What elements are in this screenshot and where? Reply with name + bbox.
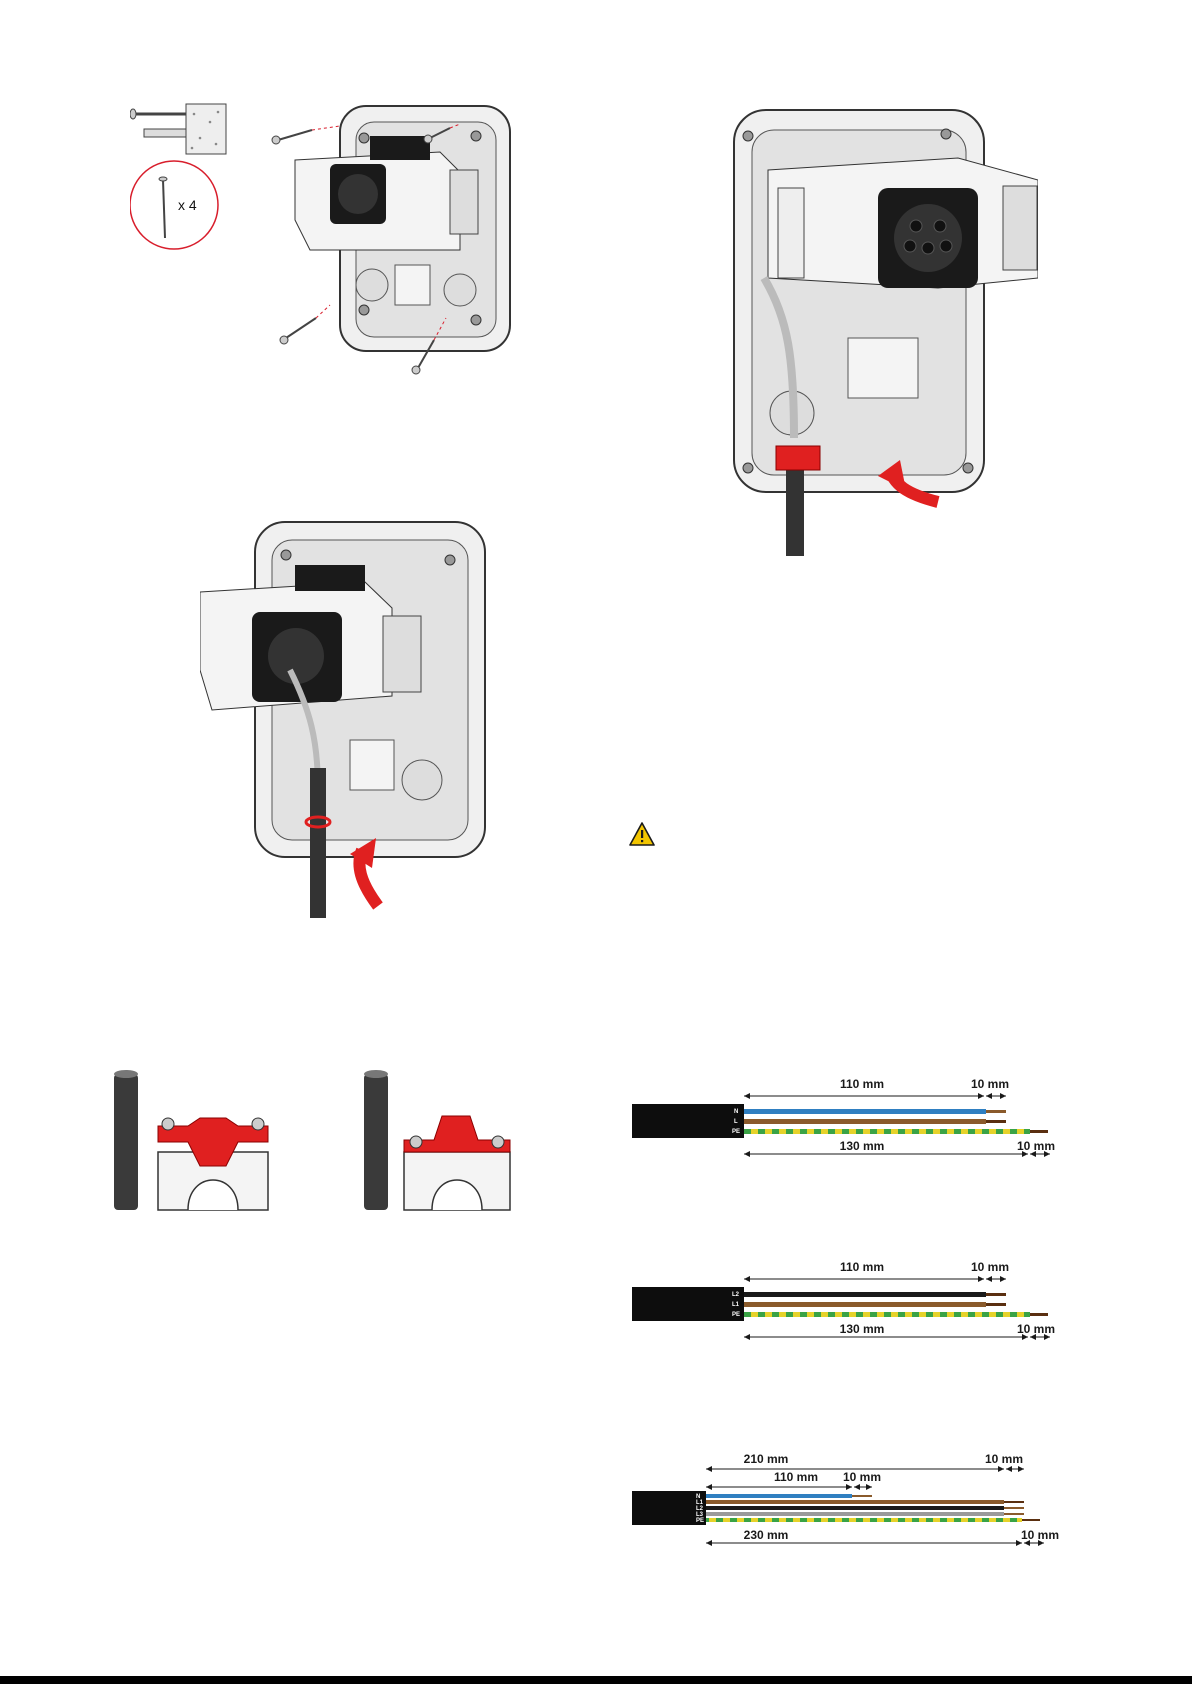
dim-label: 10 mm	[985, 1452, 1023, 1466]
warning-icon	[629, 822, 655, 846]
dim-label: 210 mm	[744, 1452, 789, 1466]
dim-label: 110 mm	[840, 1077, 884, 1091]
dim-label: 10 mm	[1017, 1139, 1055, 1153]
wire-label: L1	[732, 1302, 740, 1308]
figure-cable-entry	[200, 520, 490, 920]
wire-strip-diagram-1: 110 mm 10 mm N L PE 130 mm 10 mm	[632, 1076, 1062, 1162]
screw-count-label: x 4	[178, 197, 197, 213]
dim-label: 10 mm	[1017, 1322, 1055, 1336]
wire-strip-diagram-3: 210 mm 10 mm 110 mm 10 mm N L1 L2 L3 PE …	[632, 1451, 1062, 1557]
wire-label: L	[734, 1119, 738, 1125]
page-bottom-bar	[0, 1676, 1192, 1684]
wire-strip-diagram-2: 110 mm 10 mm L2 L1 PE 130 mm 10 mm	[632, 1259, 1062, 1345]
figure-clamp-variant-a	[108, 1066, 273, 1216]
wire-label: PE	[696, 1518, 704, 1524]
figure-mounting-screws: x 4	[130, 100, 530, 400]
wire-label: PE	[732, 1129, 740, 1135]
dim-label: 130 mm	[840, 1139, 885, 1153]
wire-label: N	[734, 1109, 738, 1115]
dim-label: 130 mm	[840, 1322, 885, 1336]
figure-cable-clamp	[728, 108, 1038, 558]
dim-label: 110 mm	[774, 1470, 818, 1484]
dim-label: 230 mm	[744, 1528, 789, 1542]
wire-label: L2	[732, 1292, 740, 1298]
figure-clamp-variant-b	[358, 1066, 523, 1216]
wire-label: PE	[732, 1312, 740, 1318]
dim-label: 10 mm	[843, 1470, 881, 1484]
dim-label: 110 mm	[840, 1260, 884, 1274]
dim-label: 10 mm	[971, 1077, 1009, 1091]
dim-label: 10 mm	[1021, 1528, 1059, 1542]
dim-label: 10 mm	[971, 1260, 1009, 1274]
